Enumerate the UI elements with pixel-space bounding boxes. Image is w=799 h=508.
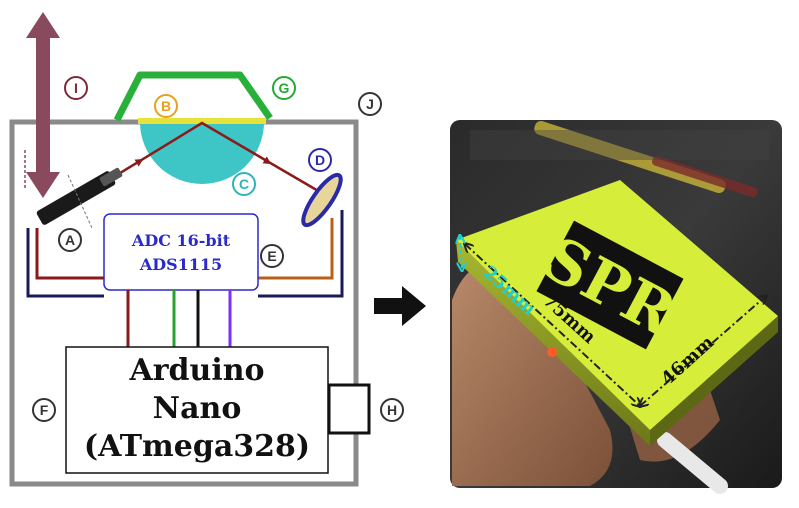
photodetector xyxy=(301,172,343,228)
label-F: F xyxy=(32,398,56,422)
led-indicator xyxy=(547,347,557,357)
svg-text:E: E xyxy=(267,248,276,264)
cable xyxy=(657,432,728,494)
adc-title: ADC 16-bit xyxy=(131,231,231,250)
label-D: D xyxy=(308,148,332,172)
prism xyxy=(140,122,264,184)
gold-film xyxy=(138,118,266,124)
svg-text:H: H xyxy=(387,402,397,418)
laser-source xyxy=(36,167,123,229)
label-I: I xyxy=(64,76,88,100)
translation-arrow xyxy=(24,12,60,198)
flow-cell xyxy=(113,71,273,122)
arduino-line1: Arduino xyxy=(128,353,264,388)
svg-text:I: I xyxy=(74,80,78,96)
dim-line-height xyxy=(460,236,462,270)
device-photo: SPR 75mm 46mm 25mm xyxy=(450,120,782,494)
dim-line-length xyxy=(465,244,640,406)
label-J: J xyxy=(358,92,382,116)
arduino-line2: Nano xyxy=(153,391,242,426)
adc-module xyxy=(103,213,259,291)
wire-laser-red xyxy=(35,228,104,280)
label-G: G xyxy=(272,76,296,100)
arduino-line3: (ATmega328) xyxy=(84,429,310,464)
usb-port xyxy=(327,383,371,435)
svg-text:J: J xyxy=(366,96,374,112)
label-H: H xyxy=(380,398,404,422)
svg-text:G: G xyxy=(279,80,290,96)
svg-text:D: D xyxy=(315,152,325,168)
wire-laser-blue xyxy=(26,228,104,298)
label-B: B xyxy=(154,94,178,118)
svg-text:F: F xyxy=(40,402,49,418)
dim-line-width xyxy=(640,296,766,406)
svg-text:B: B xyxy=(161,98,171,114)
transition-arrow xyxy=(374,286,426,326)
label-A: A xyxy=(58,228,82,252)
wire-detector-blue xyxy=(258,210,344,298)
label-E: E xyxy=(260,244,284,268)
schematic-diagram: ADC 16-bit ADS1115 Arduino Nano (ATmega3… xyxy=(9,12,404,487)
svg-text:A: A xyxy=(65,232,75,248)
adc-model: ADS1115 xyxy=(139,255,222,274)
label-C: C xyxy=(232,172,256,196)
arduino-board xyxy=(65,346,329,474)
svg-text:C: C xyxy=(239,176,249,192)
wire-detector-orange xyxy=(258,218,334,280)
